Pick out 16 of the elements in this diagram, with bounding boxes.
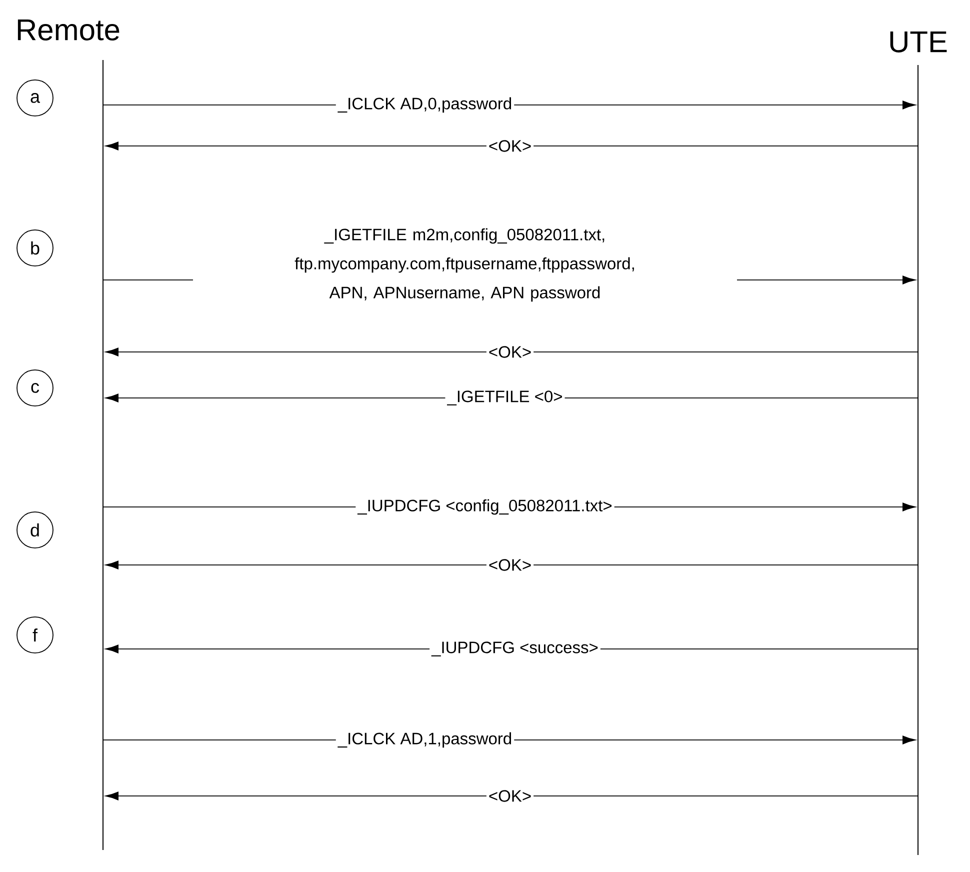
message-arrow — [105, 560, 918, 570]
edge-label: _ICLCK AD,0,password — [336, 95, 514, 115]
message-arrow — [105, 348, 918, 356]
edge-label: <OK> — [486, 138, 534, 154]
edge-label: _IGETFILE m2m,config_05082011.txt, ftp.mycompany.com,ftpusername,ftppassword, APN, APNusername, APN password — [193, 226, 737, 304]
message-arrow — [105, 142, 918, 150]
message-arrow — [105, 792, 918, 800]
edge-label: _IUPDCFG <success> — [430, 640, 600, 658]
edge-label: _ICLCK AD,1,password — [336, 730, 514, 750]
participant-label: Remote — [18, 20, 120, 40]
edge-label: _IGETFILE <0> — [445, 388, 565, 408]
edge-label: <OK> — [486, 557, 534, 573]
edge-label: <OK> — [486, 344, 534, 360]
participant-label: UTE — [890, 32, 947, 52]
edge-label: _IUPDCFG <config_05082011.txt> — [356, 497, 614, 517]
edge-label: <OK> — [486, 788, 534, 804]
